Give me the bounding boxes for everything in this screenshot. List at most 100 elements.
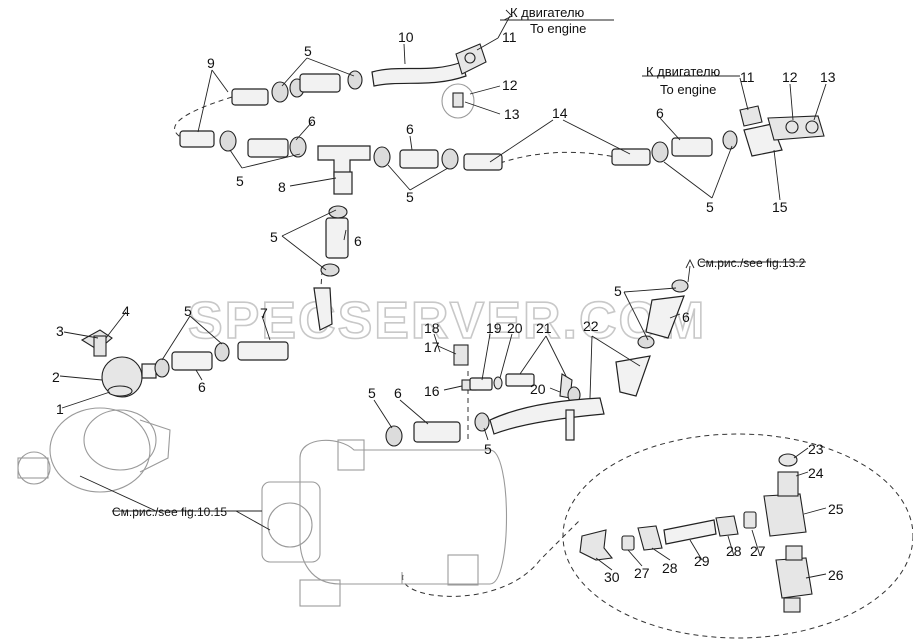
detail-view-12-13 — [441, 83, 475, 119]
callout-12: 12 — [502, 77, 518, 93]
hose-6-lower — [413, 421, 461, 443]
ring-20 — [493, 376, 503, 390]
dashed-link — [499, 151, 616, 164]
thread-24 — [777, 471, 799, 497]
hose-14 — [463, 153, 503, 171]
callout-18: 18 — [424, 320, 440, 336]
note-engine-ru: К двигателю — [646, 64, 721, 79]
callout-5: 5 — [406, 189, 414, 205]
hose-6 — [299, 73, 341, 93]
tee-25 — [763, 493, 807, 537]
callout-17: 17 — [424, 339, 440, 355]
leader-lines — [59, 15, 827, 579]
sleeve-27 — [621, 535, 635, 551]
callout-22: 22 — [583, 318, 599, 334]
detail-circle — [562, 433, 913, 639]
callout-10: 10 — [398, 29, 414, 45]
arrow-icon — [685, 258, 695, 269]
note-see-fig-10-15: См.рис./see fig.10.15 — [112, 505, 227, 519]
callout-2: 2 — [52, 369, 60, 385]
heat-exchanger — [261, 439, 508, 607]
callout-5: 5 — [706, 199, 714, 215]
washer-12 — [785, 120, 799, 134]
callout-6: 6 — [198, 379, 206, 395]
callout-28: 28 — [726, 543, 742, 559]
clamp-5 — [474, 412, 490, 432]
callout-labels: 9 5 10 11 12 13 6 5 6 5 8 14 6 11 12 13 … — [52, 29, 844, 585]
callout-13: 13 — [820, 69, 836, 85]
callout-20: 20 — [507, 320, 523, 336]
nozzle — [141, 363, 157, 379]
elbow-30 — [579, 529, 614, 561]
fitting-4 — [93, 335, 107, 357]
pump-assembly — [17, 407, 171, 493]
callout-5: 5 — [270, 229, 278, 245]
flange-hole — [464, 52, 476, 64]
callout-15: 15 — [772, 199, 788, 215]
callout-21: 21 — [536, 320, 552, 336]
clamp-5 — [441, 148, 459, 170]
callout-24: 24 — [808, 465, 824, 481]
callout-9: 9 — [207, 55, 215, 71]
tube-19 — [469, 377, 493, 391]
callout-4: 4 — [122, 303, 130, 319]
clamp-5 — [214, 342, 230, 362]
clamp-5 — [385, 425, 403, 447]
hose-6 — [671, 137, 713, 157]
note-engine-ru: К двигателю — [510, 5, 585, 20]
pipe-7-left — [237, 341, 289, 361]
bolt-13 — [452, 92, 464, 108]
pipe-10 — [371, 61, 467, 87]
callout-25: 25 — [828, 501, 844, 517]
callout-27: 27 — [750, 543, 766, 559]
callout-26: 26 — [828, 567, 844, 583]
hose-6 — [399, 149, 439, 169]
callout-5: 5 — [236, 173, 244, 189]
callout-29: 29 — [694, 553, 710, 569]
hose-6-diag — [615, 355, 651, 397]
pipe-22-drain — [565, 409, 575, 441]
watermark: SPECSERVER.COM — [188, 292, 706, 350]
clamp-5 — [651, 141, 669, 163]
callout-28: 28 — [662, 560, 678, 576]
callout-11: 11 — [502, 29, 517, 45]
clamp-5 — [373, 146, 391, 168]
hose-6 — [171, 351, 213, 371]
dashed-link — [174, 96, 233, 139]
clamp-5 — [154, 358, 170, 378]
callout-14: 14 — [552, 105, 568, 121]
arrow-icon — [503, 9, 513, 21]
pipe-22 — [489, 397, 605, 435]
callout-5: 5 — [304, 43, 312, 59]
note-see-fig-13-2: См.рис./see fig.13.2 — [697, 256, 806, 270]
hose-6 — [247, 138, 289, 158]
callout-1: 1 — [56, 401, 64, 417]
callout-20: 20 — [530, 381, 546, 397]
hose-6 — [325, 217, 349, 259]
hose-14 — [611, 148, 651, 166]
sleeve-27 — [743, 511, 757, 529]
tube-29 — [663, 519, 717, 545]
plug-23 — [778, 453, 798, 467]
callout-11: 11 — [740, 69, 755, 85]
nut-28 — [637, 525, 663, 551]
note-engine-en: To engine — [660, 82, 716, 97]
callout-5: 5 — [184, 303, 192, 319]
clamp-5-top-left — [219, 78, 307, 158]
callout-12: 12 — [782, 69, 798, 85]
callout-5: 5 — [614, 283, 622, 299]
clamp-5 — [347, 70, 363, 90]
callout-5: 5 — [484, 441, 492, 457]
hose-6-diag-upper — [645, 295, 685, 339]
detail-link — [402, 519, 581, 597]
clamp-5 — [671, 279, 689, 293]
callout-3: 3 — [56, 323, 64, 339]
gasket-1 — [107, 385, 133, 397]
callout-23: 23 — [808, 441, 824, 457]
tee-8-stem — [333, 171, 353, 195]
callout-6: 6 — [682, 309, 690, 325]
nut-28 — [715, 515, 739, 537]
bolt-13 — [805, 120, 819, 134]
clamp-5 — [320, 263, 340, 277]
callout-5: 5 — [368, 385, 376, 401]
